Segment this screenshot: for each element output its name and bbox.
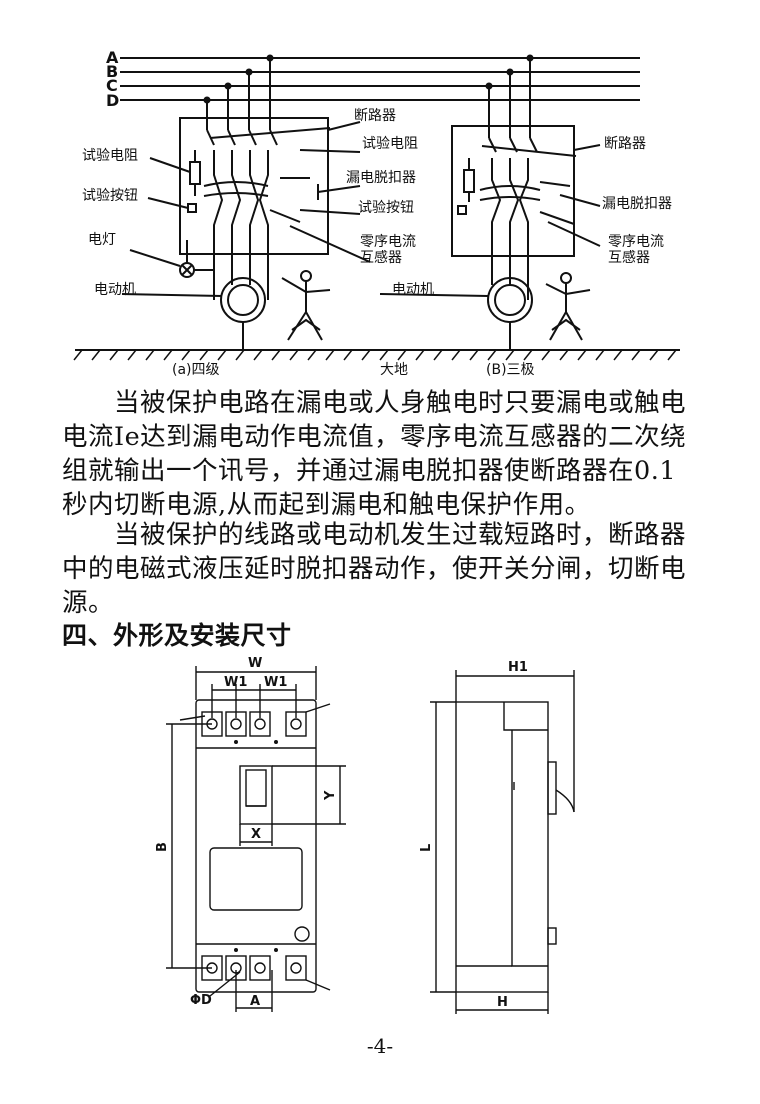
dim-label-a: A xyxy=(250,994,260,1009)
phase-label-c: C xyxy=(106,76,118,95)
three-pole-breaker-schematic xyxy=(379,58,601,350)
dimension-drawing: W W1 W1 B Y X ΦD A H1 L H xyxy=(155,656,575,1014)
label-test-resistor-mid: 试验电阻 xyxy=(362,136,418,152)
label-ct-left-line1: 零序电流 xyxy=(360,234,416,250)
dim-label-phi-d: ΦD xyxy=(190,993,212,1008)
label-test-button-mid: 试验按钮 xyxy=(358,200,414,216)
p1-line1: 当被保护电路在漏电或人身触电时只要漏电或触电 xyxy=(114,388,687,418)
label-test-button-left: 试验按钮 xyxy=(82,188,138,204)
label-motor-left: 电动机 xyxy=(94,282,136,298)
p2-line1: 当被保护的线路或电动机发生过载短路时，断路器 xyxy=(114,520,687,550)
four-pole-breaker-schematic xyxy=(121,58,371,350)
dim-label-x: X xyxy=(251,827,261,842)
page-number: -4- xyxy=(366,1034,394,1058)
dim-label-l: L xyxy=(419,844,434,852)
p1-line4: 秒内切断电源,从而起到漏电和触电保护作用。 xyxy=(62,490,591,520)
label-breaker-left: 断路器 xyxy=(354,108,396,124)
dim-label-w1-right: W1 xyxy=(264,675,287,690)
label-lamp: 电灯 xyxy=(88,232,116,248)
label-motor-center: 电动机 xyxy=(392,282,434,298)
label-ct-right-line1: 零序电流 xyxy=(608,234,664,250)
caption-three-pole: (B)三极 xyxy=(486,362,535,378)
p1-line2: 电流Ie达到漏电动作电流值，零序电流互感器的二次绕 xyxy=(62,422,687,452)
p2-line2: 中的电磁式液压延时脱扣器动作，使开关分闸，切断电 xyxy=(62,554,687,584)
wiring-diagram: A B C D xyxy=(73,48,680,378)
dim-label-w: W xyxy=(248,656,262,671)
p1-line3: 组就输出一个讯号，并通过漏电脱扣器使断路器在0.1 xyxy=(62,456,677,486)
label-ground: 大地 xyxy=(380,362,408,378)
phase-label-a: A xyxy=(106,48,119,67)
phase-label-b: B xyxy=(106,62,118,81)
label-ct-left-line2: 互感器 xyxy=(360,249,402,266)
dim-label-w1-left: W1 xyxy=(224,675,247,690)
dim-label-y: Y xyxy=(323,790,338,801)
label-leakage-release-right: 漏电脱扣器 xyxy=(602,196,672,212)
dim-label-h: H xyxy=(497,995,508,1010)
p2-line3: 源。 xyxy=(62,588,115,618)
label-ct-right-line2: 互感器 xyxy=(608,249,650,266)
label-leakage-release-left: 漏电脱扣器 xyxy=(346,170,416,186)
dim-label-h1: H1 xyxy=(508,660,528,675)
caption-four-pole: (a)四级 xyxy=(172,362,220,378)
label-test-resistor-left: 试验电阻 xyxy=(82,148,138,164)
dim-label-b: B xyxy=(155,842,170,852)
paragraph-overload-protection: 当被保护的线路或电动机发生过载短路时，断路器 中的电磁式液压延时脱扣器动作，使开… xyxy=(62,518,698,620)
paragraph-leakage-protection: 当被保护电路在漏电或人身触电时只要漏电或触电 电流Ie达到漏电动作电流值，零序电… xyxy=(62,386,698,522)
phase-label-d: D xyxy=(106,91,119,110)
label-breaker-right: 断路器 xyxy=(604,136,646,152)
section-heading: 四、外形及安装尺寸 xyxy=(62,621,292,650)
